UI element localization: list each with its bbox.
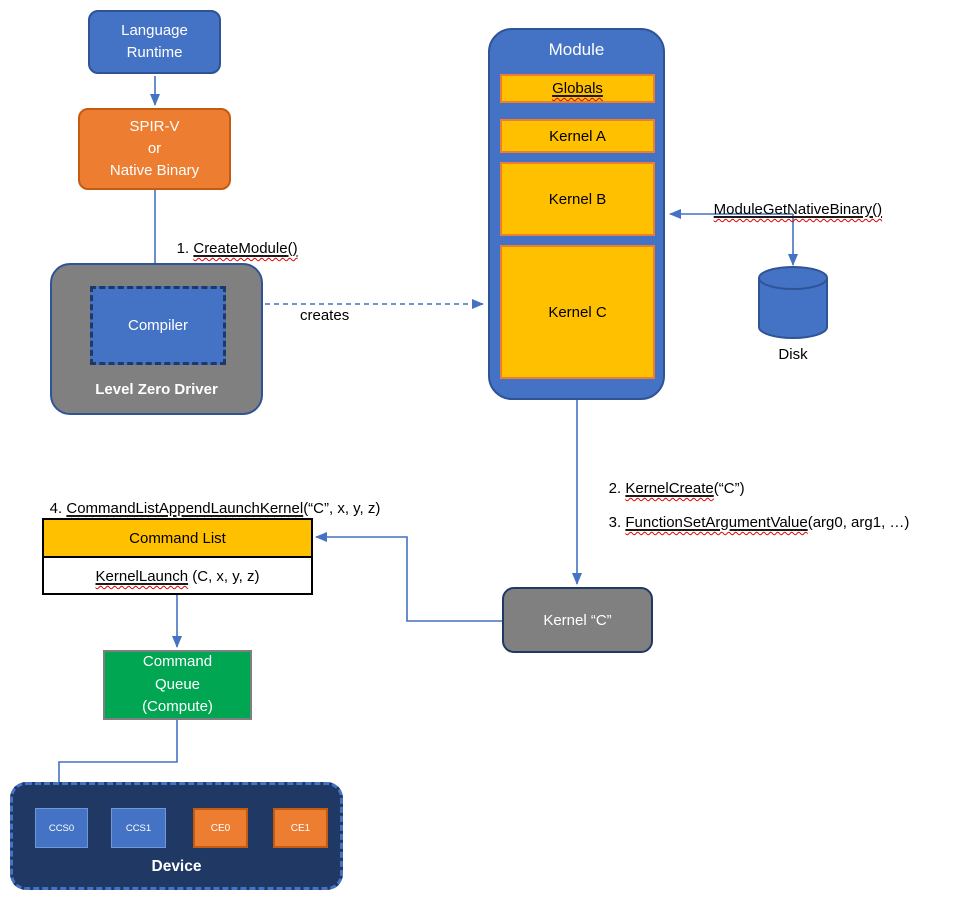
device-label: Device [151,858,202,875]
kernel-c-item-label: Kernel C [548,303,607,321]
spirv-label: SPIR-V or Native Binary [109,118,200,179]
level-zero-driver-node: Compiler Level Zero Driver [50,263,263,415]
creates-label: creates [300,307,350,324]
step1-fn: CreateModule() [193,240,298,257]
module-item-kernel-a: Kernel A [500,119,655,153]
language-runtime-label: Language Runtime [121,22,188,61]
compiler-label: Compiler [127,317,188,334]
engine-ce1: CE1 [273,808,328,848]
command-list-row: KernelLaunch (C, x, y, z) [44,558,311,595]
kernel-launch-args: (C, x, y, z) [188,568,260,585]
kernel-launch-fn: KernelLaunch [95,568,189,585]
disk-icon [758,266,828,339]
annotation-step4: 4. CommandListAppendLaunchKernel(“C”, x,… [33,483,381,534]
annotation-step3: 3. FunctionSetArgumentValue(arg0, arg1, … [592,497,910,548]
engine-ce0: CE0 [193,808,248,848]
kernel-c-node: Kernel “C” [502,587,653,653]
module-title: Module [548,40,605,59]
command-list-header: Command List [44,520,311,558]
language-runtime-node: Language Runtime [88,10,221,74]
module-item-kernel-b: Kernel B [500,162,655,236]
step1-prefix: 1. [176,240,194,257]
arrow-kernelc-to-commandlist [315,532,502,622]
compiler-node: Compiler [90,286,226,365]
engine-ccs1: CCS1 [111,808,166,848]
step3-suffix: (arg0, arg1, …) [807,514,910,531]
step4-fn: CommandListAppendLaunchKernel [66,500,304,517]
annotation-module-get-native-binary: ModuleGetNativeBinary() [697,184,882,235]
module-item-globals: Globals [500,74,655,103]
step2-fn: KernelCreate [625,480,714,497]
step4-prefix: 4. [49,500,67,517]
step3-fn: FunctionSetArgumentValue [625,514,808,531]
kernel-a-label: Kernel A [549,127,606,145]
disk-label: Disk [778,345,808,363]
step3-prefix: 3. [608,514,626,531]
device-node: CCS0 CCS1 CE0 CE1 Device [10,782,343,890]
level-zero-driver-label: Level Zero Driver [95,380,218,398]
kernel-b-label: Kernel B [548,190,607,208]
mgnb-fn: ModuleGetNativeBinary() [713,201,883,218]
module-item-kernel-c: Kernel C [500,245,655,379]
globals-label: Globals [552,80,603,97]
annotation-step1: 1. CreateModule() [160,223,298,274]
command-queue-node: Command Queue (Compute) [103,650,252,720]
step2-suffix: (“C”) [713,480,745,497]
step2-prefix: 2. [608,480,626,497]
command-list-node: Command List KernelLaunch (C, x, y, z) [42,518,313,595]
spirv-node: SPIR-V or Native Binary [78,108,231,190]
annotation-step2: 2. KernelCreate(“C”) [592,463,745,514]
engine-ccs0: CCS0 [35,808,88,848]
step4-suffix: (“C”, x, y, z) [303,500,381,517]
module-node: Module Globals Kernel A Kernel B Kernel … [488,28,665,400]
